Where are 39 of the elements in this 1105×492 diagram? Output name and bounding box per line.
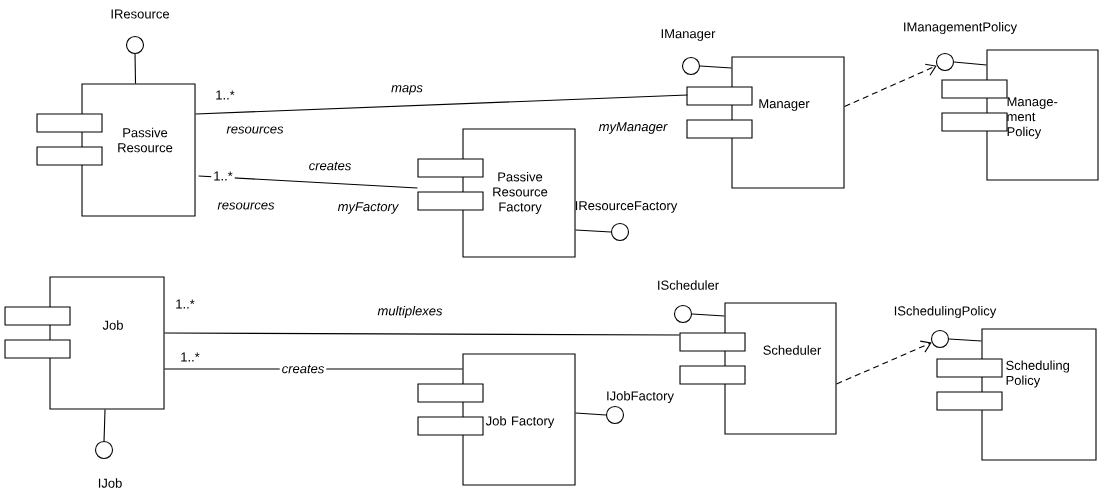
interface-label: IScheduler bbox=[658, 280, 719, 290]
interface-label: IJob bbox=[98, 478, 122, 488]
connector-line bbox=[948, 338, 982, 342]
connector-line bbox=[699, 65, 732, 69]
dependency-arrow bbox=[844, 63, 937, 108]
edge-label: maps bbox=[391, 85, 423, 95]
edge-label: creates bbox=[309, 161, 352, 171]
interface-label: IResourceFactory bbox=[575, 201, 678, 213]
role-label: resources bbox=[226, 126, 284, 134]
component-box: Job bbox=[4, 276, 165, 410]
edge-label: creates bbox=[279, 362, 327, 376]
connector-line bbox=[103, 409, 106, 442]
connector-line bbox=[691, 313, 725, 317]
component-box: Scheduling Policy bbox=[936, 328, 1097, 461]
multiplicity-label: 1..* bbox=[216, 90, 235, 100]
multiplicity-label: 1..* bbox=[178, 350, 202, 364]
connector-line bbox=[575, 412, 607, 416]
role-label: myFactory bbox=[337, 202, 399, 214]
interface-label: IResource bbox=[111, 9, 170, 19]
component-box: Job Factory bbox=[417, 353, 576, 486]
interface-label: IManager bbox=[661, 29, 716, 41]
component-box: Scheduler bbox=[679, 302, 837, 435]
connector-line bbox=[575, 229, 612, 233]
dependency-arrow bbox=[836, 340, 932, 385]
multiplicity-label: 1..* bbox=[176, 299, 195, 309]
connector-line bbox=[164, 332, 680, 336]
interface-label: ISchedulingPolicy bbox=[894, 305, 997, 319]
connector-line bbox=[134, 53, 137, 84]
component-box: Passive Resource Factory bbox=[417, 128, 576, 258]
component-box: Manager bbox=[686, 56, 845, 189]
interface-label: IManagementPolicy bbox=[904, 21, 1018, 35]
edge-label: multiplexes bbox=[377, 305, 443, 319]
component-box: Passive Resource bbox=[36, 83, 196, 217]
interface-label: IJobFactory bbox=[607, 390, 674, 404]
connector-line bbox=[953, 61, 987, 66]
role-label: resources bbox=[217, 202, 275, 210]
component-box: Manage-ment Policy bbox=[941, 49, 1099, 181]
multiplicity-label: 1..* bbox=[211, 169, 235, 183]
role-label: myManager bbox=[598, 122, 668, 134]
